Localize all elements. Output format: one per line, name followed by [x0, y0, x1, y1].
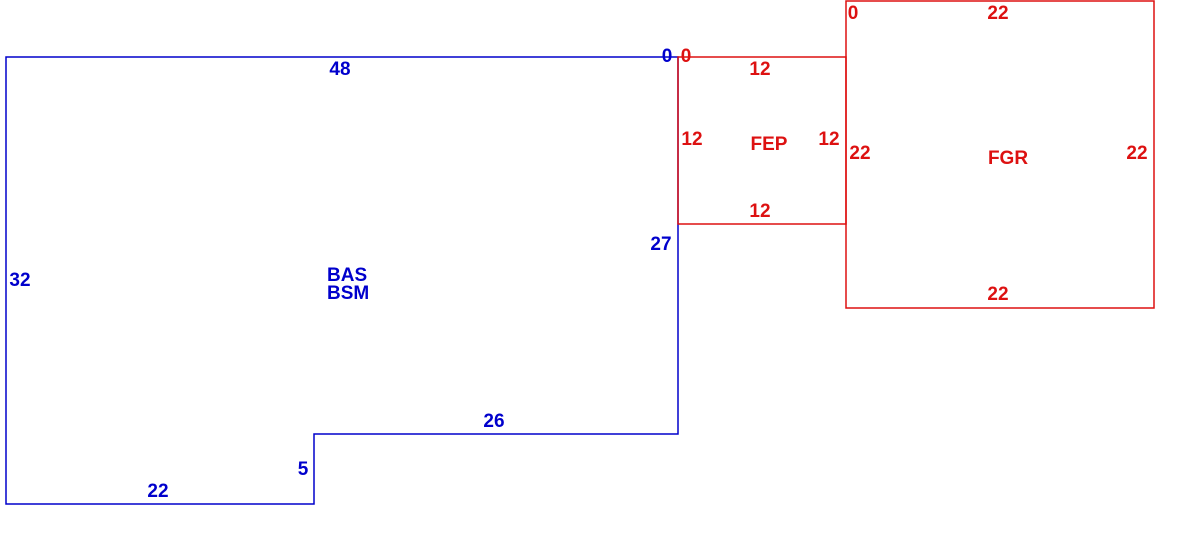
- bas-inner-horizontal-dimension: 26: [483, 411, 504, 432]
- bas-inner-vertical-dimension: 5: [298, 459, 309, 480]
- fep-top-dimension: 12: [749, 59, 770, 80]
- fep-area-code: FEP: [751, 134, 788, 155]
- fgr-right-dimension: 22: [1126, 143, 1147, 164]
- fgr-outline: [845, 0, 1155, 309]
- bas-left-dimension: 32: [9, 270, 30, 291]
- fgr-bottom-dimension: 22: [987, 284, 1008, 305]
- bas-corner-dimension: 0: [662, 46, 673, 67]
- fep-corner-dimension: 0: [681, 46, 692, 67]
- fgr-corner-dimension: 0: [848, 3, 859, 24]
- fgr-left-dimension: 22: [849, 143, 870, 164]
- bas-area-code: BAS: [327, 265, 367, 286]
- fep-left-dimension: 12: [681, 129, 702, 150]
- bas-right-dimension: 27: [650, 234, 671, 255]
- fgr-top-dimension: 22: [987, 3, 1008, 24]
- bas-top-dimension: 48: [329, 59, 350, 80]
- fep-right-dimension: 12: [818, 129, 839, 150]
- fgr-area-code: FGR: [988, 148, 1028, 169]
- fep-bottom-dimension: 12: [749, 201, 770, 222]
- bas-bottom-dimension: 22: [147, 481, 168, 502]
- bsm-area-code: BSM: [327, 283, 369, 304]
